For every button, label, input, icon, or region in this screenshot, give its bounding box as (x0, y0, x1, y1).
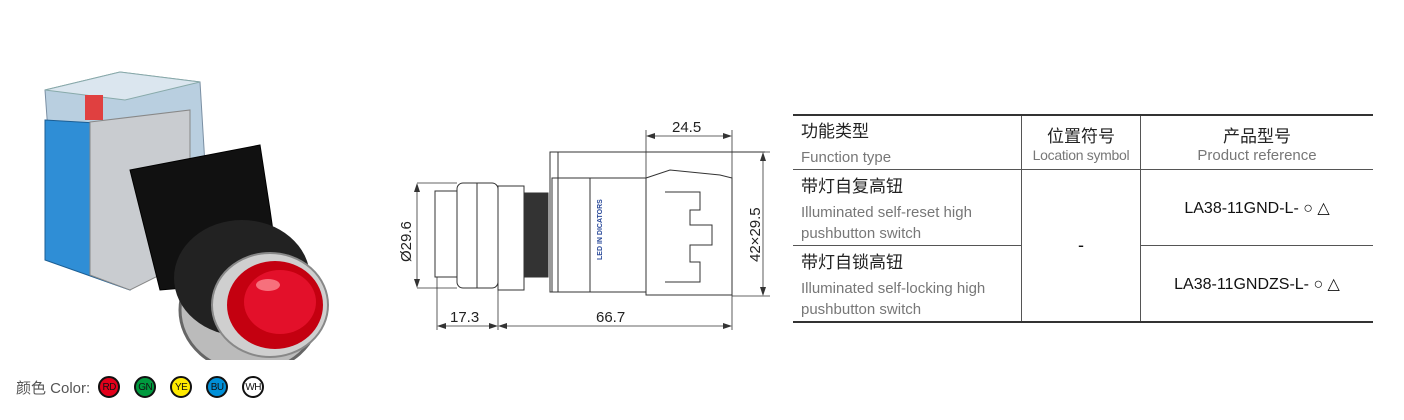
function-en: Illuminated self-locking high pushbutton… (801, 279, 986, 318)
color-swatch-ye: YE (170, 376, 193, 398)
mounting-plate (549, 151, 559, 293)
function-en: Illuminated self-reset high pushbutton s… (801, 203, 972, 242)
dimension-drawing: 24.5 17.3 66.7 Ø29.6 42×29.5 LED IN DICA… (398, 119, 770, 330)
dim-left: Ø29.6 (398, 221, 415, 262)
table-row: 带灯自复高钮 Illuminated self-reset high pushbu… (793, 169, 1373, 322)
dim-bottom-main: 66.7 (596, 309, 625, 326)
color-swatch-bu: BU (206, 376, 229, 398)
dim-right: 42×29.5 (747, 207, 764, 262)
location-symbol: - (1021, 169, 1141, 322)
color-swatch-wh: WH (242, 376, 265, 398)
knurled-ring (497, 185, 525, 291)
function-zh: 带灯自复高钮 (801, 176, 903, 196)
dim-top: 24.5 (672, 119, 701, 136)
dim-bottom-left: 17.3 (450, 309, 479, 326)
product-model: LA38-11GNDZS-L- ○ △ (1174, 275, 1340, 293)
color-swatch-gn: GN (134, 376, 157, 398)
body-label: LED IN DICATORS (597, 199, 604, 260)
button-cap (434, 190, 458, 278)
contact-block (645, 169, 733, 296)
function-zh: 带灯自锁高钮 (801, 252, 903, 272)
color-swatch-rd: RD (98, 376, 121, 398)
product-photo (44, 71, 329, 360)
color-options: 颜色 Color: RD GN YE BU WH (16, 376, 278, 398)
thread (523, 192, 549, 278)
product-model: LA38-11GND-L- ○ △ (1140, 169, 1373, 246)
color-label: 颜色 Color: (16, 379, 91, 397)
table-row: 带灯自锁高钮 Illuminated self-locking high push… (793, 246, 1373, 323)
